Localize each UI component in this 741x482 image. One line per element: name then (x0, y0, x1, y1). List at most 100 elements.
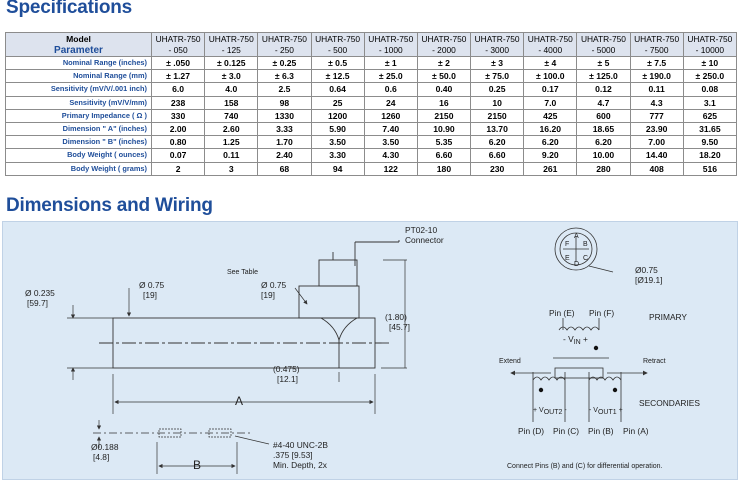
table-cell: 2.40 (257, 148, 312, 163)
table-cell: 4.3 (629, 95, 684, 110)
extend-label: Extend (499, 358, 521, 365)
table-cell: 6.20 (470, 135, 525, 150)
dim-0475-mm-label: [12.1] (277, 374, 298, 384)
table-cell: 122 (363, 161, 418, 176)
model-name: UHATR-750 (634, 33, 680, 44)
dim-180-label: (1.80) (385, 312, 407, 322)
thread-spec-label: #4-40 UNC-2B (273, 440, 328, 450)
pin-face-dia-mm-label: [Ø19.1] (635, 275, 662, 285)
parameter-header: Parameter (54, 44, 103, 56)
dia-0188-label: Ø0.188 (91, 442, 119, 452)
model-name: UHATR-750 (261, 33, 307, 44)
row-label: Sensitivity (mV/V/.001 inch) (5, 82, 152, 97)
table-cell: 2.60 (204, 121, 259, 137)
pin-letter-c: C (583, 255, 588, 262)
table-cell: 18.65 (576, 121, 631, 137)
model-name: UHATR-750 (474, 33, 520, 44)
table-cell: 5.90 (310, 121, 365, 137)
pin-face-dia-label: Ø0.75 (635, 265, 658, 275)
table-cell: 1260 (363, 108, 418, 123)
vout1-label: - VOUT1 + (589, 407, 623, 416)
table-cell: 24 (363, 95, 418, 110)
table-cell: 0.6 (363, 82, 418, 97)
table-cell: 3 (204, 161, 259, 176)
vin-v: V (568, 334, 574, 344)
pin-d-label: Pin (D) (518, 426, 544, 436)
table-cell: 6.0 (150, 82, 206, 97)
model-suffix: - 125 (221, 44, 241, 55)
dim-180-mm-label: [45.7] (389, 322, 410, 332)
model-suffix: - 2000 (432, 44, 456, 55)
table-cell: 0.40 (416, 82, 472, 97)
table-cell: 3.50 (363, 135, 418, 150)
table-cell: 0.08 (682, 82, 738, 97)
model-name: UHATR-750 (315, 33, 361, 44)
table-cell: 16 (416, 95, 472, 110)
row-label: Dimension " B" (inches) (5, 135, 152, 150)
vin-sub: IN (574, 339, 581, 346)
connector-label-1: PT02-10 (405, 225, 437, 235)
dim-a-label: A (235, 394, 243, 408)
retract-label: Retract (643, 358, 666, 365)
table-cell: 777 (629, 108, 684, 123)
pin-letter-b: B (583, 241, 588, 248)
table-cell: 7.40 (363, 121, 418, 137)
table-cell: 330 (150, 108, 206, 123)
model-suffix: - 5000 (591, 44, 616, 55)
pin-f-label: Pin (F) (589, 308, 614, 318)
pin-b-label: Pin (B) (588, 426, 614, 436)
pin-letter-f: F (565, 241, 569, 248)
table-cell: 2150 (416, 108, 472, 123)
table-cell: 68 (257, 161, 312, 176)
thread-depth-label: .375 [9.53] (273, 450, 313, 460)
table-row: Nominal Range (mm)± 1.27± 3.0± 6.3± 12.5… (5, 69, 738, 84)
see-table-label: See Table (227, 269, 258, 276)
table-cell: 9.20 (523, 148, 578, 163)
table-cell: ± 1.27 (150, 69, 206, 84)
table-cell: ± 0.25 (257, 55, 312, 71)
table-cell: 740 (204, 108, 259, 123)
model-suffix: - 10000 (695, 44, 725, 55)
model-column-header: UHATR-750- 7500 (629, 32, 684, 57)
table-cell: 10 (470, 95, 525, 110)
table-cell: ± 190.0 (629, 69, 684, 84)
vout2-sub: OUT2 (544, 409, 563, 416)
drawing-svg: PT02-10 Connector See Table Ø 0.235 [59.… (25, 225, 700, 474)
table-cell: ± 12.5 (310, 69, 365, 84)
transducer-body (99, 240, 400, 369)
model-name: UHATR-750 (208, 33, 254, 44)
table-cell: ± 3 (470, 55, 525, 71)
table-cell: 10.00 (576, 148, 631, 163)
table-cell: ± 75.0 (470, 69, 525, 84)
connector-label-2: Connector (405, 235, 444, 245)
table-cell: 4.0 (204, 82, 259, 97)
table-cell: 18.20 (682, 148, 738, 163)
table-cell: 2.5 (257, 82, 312, 97)
connector-pin-face (554, 227, 614, 273)
table-cell: 261 (523, 161, 578, 176)
table-body: Nominal Range (inches)± .050± 0.125± 0.2… (5, 55, 738, 176)
table-cell: ± 7.5 (629, 55, 684, 71)
table-cell: 31.65 (682, 121, 738, 137)
table-cell: 3.30 (310, 148, 365, 163)
table-cell: 0.80 (150, 135, 206, 150)
table-cell: ± 100.0 (523, 69, 578, 84)
vin-label: - VIN + (563, 334, 588, 346)
dia-075-mid-label: Ø 0.75 (261, 280, 286, 290)
table-cell: 0.17 (523, 82, 578, 97)
pin-c-label: Pin (C) (553, 426, 579, 436)
pin-e-label: Pin (E) (549, 308, 575, 318)
table-cell: 3.1 (682, 95, 738, 110)
table-cell: 0.12 (576, 82, 631, 97)
model-name: UHATR-750 (527, 33, 573, 44)
dimensions-heading: Dimensions and Wiring (6, 195, 213, 216)
table-cell: 7.00 (629, 135, 684, 150)
model-column-header: UHATR-750- 125 (204, 32, 259, 57)
model-suffix: - 4000 (538, 44, 563, 55)
table-cell: 94 (310, 161, 365, 176)
